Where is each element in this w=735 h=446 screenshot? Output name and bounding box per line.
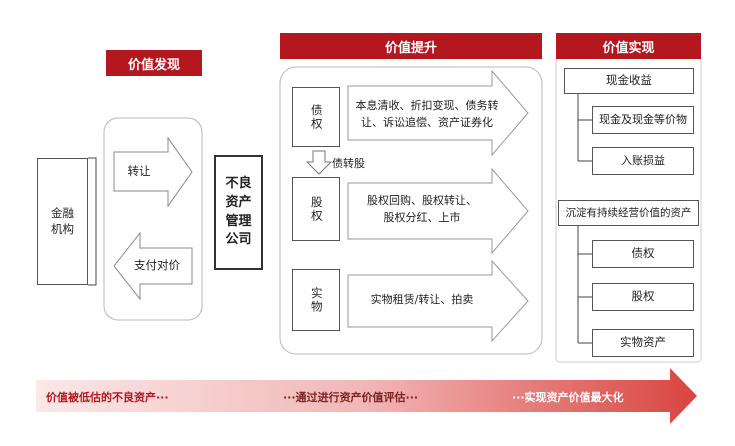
bottom-middle-text: ···通过进行资产价值评估··· xyxy=(283,391,419,404)
debt-methods-text: 本息清收、折扣变现、债务转 让、诉讼追偿、资产证券化 xyxy=(355,99,499,129)
amc-box: 不良 资产 管理 公司 xyxy=(214,155,263,270)
discovery-group-frame xyxy=(103,117,203,321)
debt-to-equity-label: 债转股 xyxy=(332,157,365,170)
transfer-label: 转让 xyxy=(127,164,151,178)
sustained-assets-box: 沉淀有持续经营价值的资产 xyxy=(558,200,699,226)
transfer-arrow xyxy=(113,136,193,208)
header-value-improvement: 价值提升 xyxy=(280,33,542,59)
cash-tree-connector xyxy=(577,94,592,162)
book-loss-box: 入账损益 xyxy=(592,147,694,175)
right-physical-assets-box: 实物资产 xyxy=(592,329,694,357)
cash-income-box: 现金收益 xyxy=(564,68,694,94)
physical-methods-text: 实物租赁/转让、拍卖 xyxy=(370,293,474,306)
pay-arrow xyxy=(113,231,193,301)
assets-tree-connector xyxy=(577,226,592,344)
debt-to-equity-arrow xyxy=(305,150,333,175)
improvement-group-frame xyxy=(279,66,543,355)
right-debt-box: 债权 xyxy=(592,240,694,268)
financial-institution-box: 金融 机构 xyxy=(37,158,88,285)
cash-equivalents-box: 现金及现金等价物 xyxy=(592,106,694,134)
financial-bracket-connector xyxy=(88,157,97,286)
equity-label: 股权 xyxy=(309,195,324,223)
bottom-left-text: 价值被低估的不良资产··· xyxy=(46,391,169,404)
physical-methods-arrow xyxy=(347,259,529,343)
header-value-discovery: 价值发现 xyxy=(106,50,202,76)
equity-box: 股权 xyxy=(292,177,340,241)
right-equity-box: 股权 xyxy=(592,283,694,311)
debt-label: 债权 xyxy=(309,103,324,131)
physical-label: 实物 xyxy=(309,286,324,314)
bottom-right-text: ···实现资产价值最大化 xyxy=(512,391,624,404)
equity-methods-text: 股权回购、股权转让、 股权分红、上市 xyxy=(367,194,477,224)
bottom-progress-arrow xyxy=(36,368,697,424)
header-value-realization: 价值实现 xyxy=(556,33,701,59)
debt-methods-arrow xyxy=(347,69,529,157)
pay-consideration-label: 支付对价 xyxy=(134,258,180,272)
equity-methods-arrow xyxy=(347,167,529,255)
physical-box: 实物 xyxy=(292,269,340,331)
debt-box: 债权 xyxy=(292,87,340,147)
